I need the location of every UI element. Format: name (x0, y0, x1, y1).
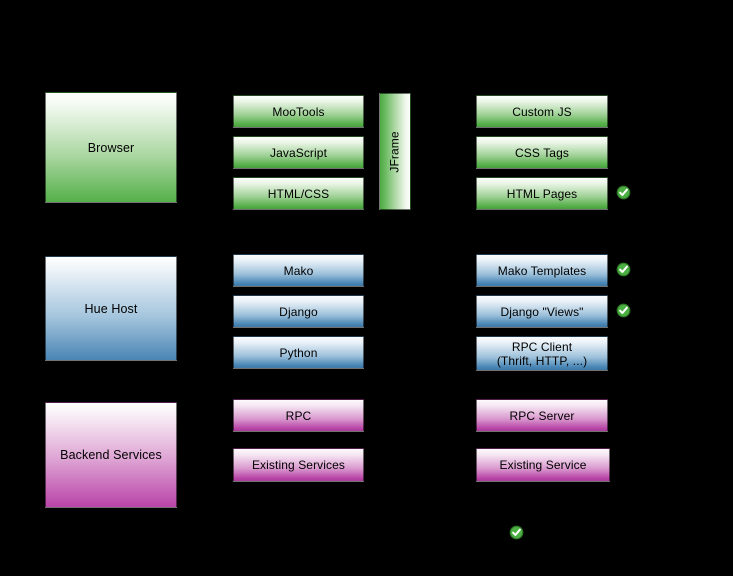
stack-box-python: Python (233, 336, 364, 369)
stack-box-django: Django (233, 295, 364, 328)
stack-label-existing-services: Existing Services (251, 458, 346, 472)
impl-box-existing-service: Existing Service (476, 448, 610, 482)
check-circle-icon-django-views (616, 303, 631, 318)
impl-label-rpc-client: RPC Client (511, 339, 573, 354)
layer-label-backend-services: Backend Services (60, 448, 162, 462)
impl-sublabel-rpc-client: (Thrift, HTTP, ...) (496, 353, 588, 368)
impl-box-rpc-server: RPC Server (476, 399, 608, 432)
stack-box-mako: Mako (233, 254, 364, 287)
stack-label-django: Django (279, 304, 318, 319)
layer-label-hue-host: Hue Host (84, 301, 138, 316)
layer-box-hue-host: Hue Host (45, 256, 177, 361)
impl-box-django-views: Django "Views" (476, 295, 608, 328)
impl-box-rpc-client: RPC Client (Thrift, HTTP, ...) (476, 336, 608, 371)
check-circle-icon-mako-templates (616, 262, 631, 277)
jframe-box: JFrame (379, 93, 411, 210)
stack-label-mako: Mako (283, 263, 314, 278)
impl-box-css-tags: CSS Tags (476, 136, 608, 169)
impl-label-html-pages: HTML Pages (506, 186, 578, 201)
stack-box-mootools: MooTools (233, 95, 364, 128)
impl-label-custom-js: Custom JS (512, 104, 572, 119)
impl-box-custom-js: Custom JS (476, 95, 608, 128)
stack-box-javascript: JavaScript (233, 136, 364, 169)
check-circle-icon-legend (509, 525, 524, 540)
impl-box-mako-templates: Mako Templates (476, 254, 608, 287)
check-circle-icon-html-pages (616, 185, 631, 200)
impl-label-django-views: Django "Views" (500, 304, 584, 319)
jframe-label: JFrame (388, 130, 402, 173)
impl-label-rpc-server: RPC Server (509, 408, 575, 423)
stack-label-html-css: HTML/CSS (267, 186, 330, 201)
stack-label-mootools: MooTools (272, 104, 325, 119)
stack-label-javascript: JavaScript (269, 145, 328, 160)
stack-box-html-css: HTML/CSS (233, 177, 364, 210)
layer-box-backend-services: Backend Services (45, 402, 177, 508)
impl-box-html-pages: HTML Pages (476, 177, 608, 210)
layer-label-browser: Browser (87, 140, 135, 155)
impl-label-mako-templates: Mako Templates (497, 263, 587, 278)
stack-box-existing-services: Existing Services (233, 448, 364, 482)
impl-label-existing-service: Existing Service (499, 458, 587, 472)
stack-label-rpc: RPC (285, 408, 312, 423)
impl-label-css-tags: CSS Tags (515, 145, 569, 160)
stack-label-python: Python (279, 345, 318, 360)
layer-box-browser: Browser (45, 92, 177, 203)
stack-box-rpc: RPC (233, 399, 364, 432)
